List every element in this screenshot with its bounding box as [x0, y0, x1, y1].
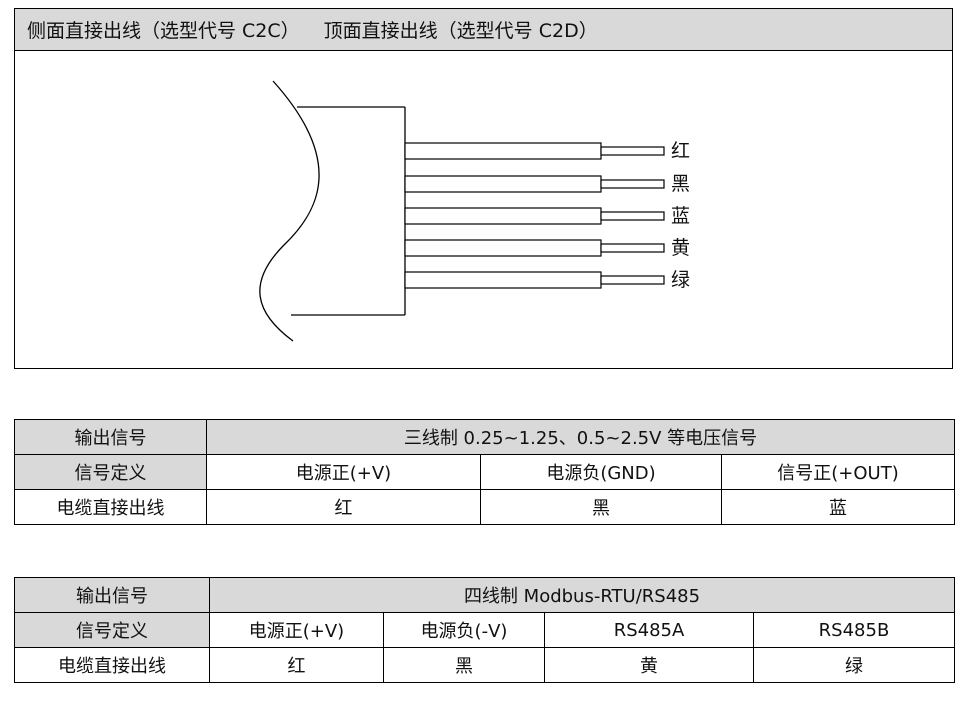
signal-rs485a: RS485A	[544, 612, 754, 648]
wire-label-black: 黑	[671, 173, 691, 195]
output-signal-label: 输出信号	[14, 577, 210, 613]
header-side-outlet: 侧面直接出线（选型代号 C2C）	[27, 20, 300, 42]
signal-power-positive: 电源正(+V)	[209, 612, 384, 648]
cable-color-cell: 黄	[544, 647, 754, 683]
output-signal-value: 三线制 0.25~1.25、0.5~2.5V 等电压信号	[206, 419, 955, 455]
signal-definition-label: 信号定义	[14, 454, 207, 490]
table-row: 电缆直接出线 红 黑 黄 绿	[14, 647, 955, 683]
wire-label-green: 绿	[671, 269, 691, 291]
wire-red	[404, 142, 665, 160]
signal-power-positive: 电源正(+V)	[206, 454, 481, 490]
three-wire-spec-table: 输出信号 三线制 0.25~1.25、0.5~2.5V 等电压信号 信号定义 电…	[14, 419, 955, 525]
four-wire-spec-table: 输出信号 四线制 Modbus-RTU/RS485 信号定义 电源正(+V) 电…	[14, 577, 955, 683]
signal-output-positive: 信号正(+OUT)	[721, 454, 955, 490]
cable-outlet-label: 电缆直接出线	[14, 647, 210, 683]
cable-color-cell: 绿	[753, 647, 955, 683]
cable-drawing	[259, 80, 665, 342]
table-row: 输出信号 四线制 Modbus-RTU/RS485	[14, 577, 955, 613]
cable-color-cell: 黑	[383, 647, 545, 683]
output-signal-value: 四线制 Modbus-RTU/RS485	[209, 577, 955, 613]
header-top-outlet: 顶面直接出线（选型代号 C2D）	[323, 20, 598, 42]
signal-power-negative: 电源负(GND)	[480, 454, 722, 490]
diagram-header: 侧面直接出线（选型代号 C2C） 顶面直接出线（选型代号 C2D）	[15, 9, 952, 51]
wiring-diagram-panel: 侧面直接出线（选型代号 C2C） 顶面直接出线（选型代号 C2D）	[14, 8, 953, 369]
wire-label-yellow: 黄	[671, 237, 691, 259]
table-row: 信号定义 电源正(+V) 电源负(-V) RS485A RS485B	[14, 612, 955, 648]
table-row: 输出信号 三线制 0.25~1.25、0.5~2.5V 等电压信号	[14, 419, 955, 455]
table-row: 信号定义 电源正(+V) 电源负(GND) 信号正(+OUT)	[14, 454, 955, 490]
signal-rs485b: RS485B	[753, 612, 955, 648]
wire-yellow	[404, 239, 665, 257]
output-signal-label: 输出信号	[14, 419, 207, 455]
cable-color-cell: 黑	[480, 489, 722, 525]
wire-green	[404, 271, 665, 289]
table-row: 电缆直接出线 红 黑 蓝	[14, 489, 955, 525]
signal-definition-label: 信号定义	[14, 612, 210, 648]
cable-color-cell: 红	[209, 647, 384, 683]
wire-label-blue: 蓝	[671, 205, 691, 227]
wire-black	[404, 175, 665, 193]
signal-power-negative: 电源负(-V)	[383, 612, 545, 648]
cable-color-cell: 红	[206, 489, 481, 525]
wire-label-red: 红	[671, 140, 691, 162]
cable-color-cell: 蓝	[721, 489, 955, 525]
body-break-curve	[259, 80, 320, 342]
wire-blue	[404, 207, 665, 225]
diagram-body: 红 黑 蓝 黄 绿	[15, 51, 952, 368]
cable-outlet-label: 电缆直接出线	[14, 489, 207, 525]
